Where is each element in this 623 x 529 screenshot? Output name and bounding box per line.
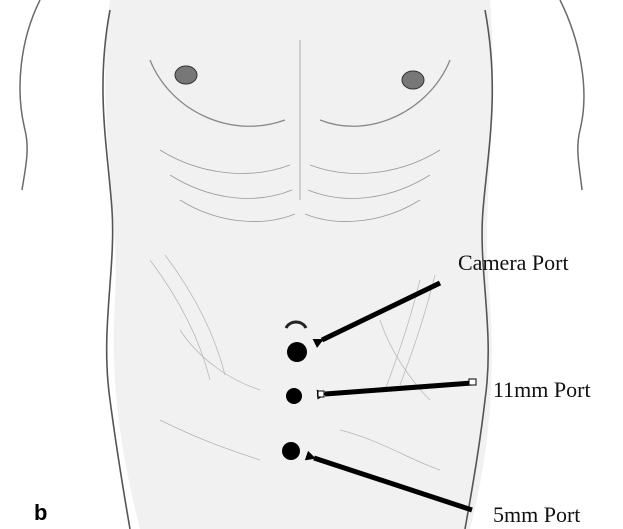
camera-port-marker bbox=[287, 342, 307, 362]
right-nipple bbox=[402, 71, 424, 89]
left-nipple bbox=[175, 66, 197, 84]
port-11mm-arrow-tip-square bbox=[318, 391, 324, 397]
camera-port-label: Camera Port bbox=[458, 250, 569, 276]
port-11mm-marker bbox=[286, 388, 302, 404]
port-11mm-label: 11mm Port bbox=[493, 377, 591, 403]
port-5mm-label: 5mm Port bbox=[493, 502, 580, 528]
right-arm-outline bbox=[560, 0, 584, 190]
port-11mm-arrow-tail bbox=[469, 379, 476, 385]
left-arm-outline bbox=[20, 0, 40, 190]
port-5mm-marker bbox=[282, 442, 300, 460]
panel-letter: b bbox=[34, 500, 47, 526]
